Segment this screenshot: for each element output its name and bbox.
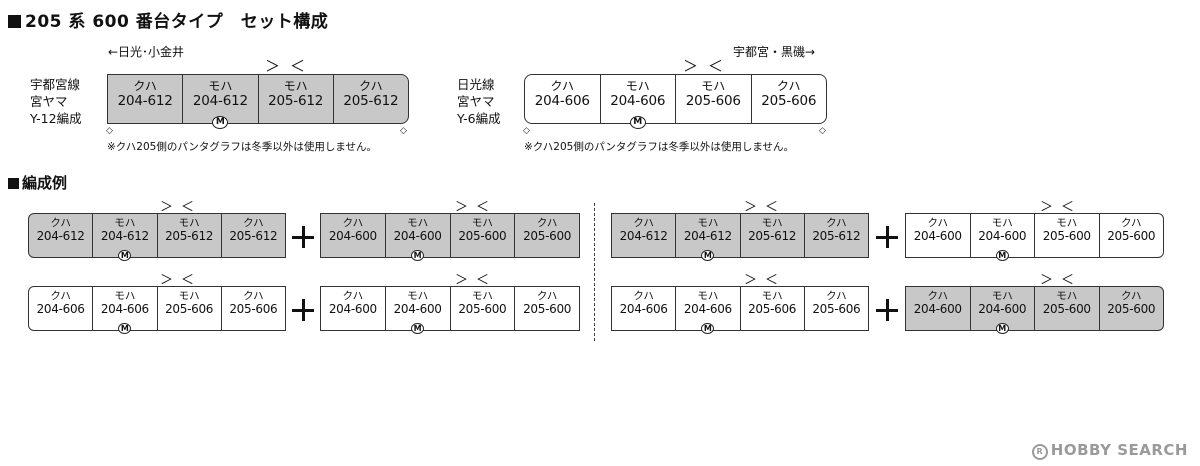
car-kuha-205-606: クハ 205-606: [761, 79, 817, 109]
car-moha-204-612: モハ 204-612 M: [183, 75, 259, 129]
motor-icon: M: [995, 323, 1009, 334]
formation-name-set2: 日光線 宮ヤマ Y-6編成: [457, 77, 501, 126]
motor-icon: M: [629, 116, 646, 129]
pantograph-icon: ＞＜: [683, 57, 734, 75]
motor-icon: M: [212, 116, 229, 129]
coupler-icon: ◇: [819, 126, 826, 136]
train-set2: クハ 204-606 モハ 204-606 M モハ 205-606 クハ 20…: [524, 74, 827, 129]
pantograph-icon: ＞＜: [1040, 273, 1083, 288]
motor-icon: M: [118, 250, 132, 261]
motor-icon: M: [701, 323, 715, 334]
pantograph-icon: ＞＜: [455, 200, 498, 215]
motor-icon: M: [411, 323, 425, 334]
car-kuha-205-612: クハ 205-612: [343, 79, 399, 109]
direction-label-right: 宇都宮・黒磯→: [733, 45, 816, 59]
registered-mark-icon: R: [1031, 444, 1048, 460]
direction-label-left: ←日光･小金井: [108, 45, 185, 59]
car-moha-205-612: モハ 205-612: [259, 75, 334, 123]
page-title: 205 系 600 番台タイプ セット構成: [8, 7, 328, 32]
section-divider: [594, 203, 595, 341]
motor-icon: M: [118, 323, 132, 334]
pantograph-icon: ＞＜: [265, 57, 316, 75]
motor-icon: M: [701, 250, 715, 261]
square-bullet-icon: [8, 15, 21, 28]
car-moha-205-606: モハ 205-606: [676, 75, 752, 123]
pantograph-icon: ＞＜: [1040, 200, 1083, 215]
car-kuha-204-606: クハ 204-606: [525, 75, 601, 123]
pantograph-icon: ＞＜: [455, 273, 498, 288]
note-set2: ※クハ205側のパンタグラフは冬季以外は使用しません。: [524, 141, 795, 153]
coupler-icon: ◇: [523, 126, 530, 136]
pantograph-icon: ＞＜: [160, 273, 203, 288]
car-kuha-204-612: クハ 204-612: [108, 75, 184, 123]
note-set1: ※クハ205側のパンタグラフは冬季以外は使用しません。: [107, 141, 378, 153]
example-heading: 編成例: [8, 172, 67, 193]
square-bullet-icon: [8, 178, 19, 189]
motor-icon: M: [995, 250, 1009, 261]
car-moha-204-606: モハ 204-606 M: [601, 75, 676, 129]
coupler-icon: ◇: [400, 126, 407, 136]
motor-icon: M: [411, 250, 425, 261]
pantograph-icon: ＞＜: [744, 200, 787, 215]
pantograph-icon: ＞＜: [744, 273, 787, 288]
formation-name-set1: 宇都宮線 宮ヤマ Y-12編成: [30, 77, 82, 126]
train-set1: クハ 204-612 モハ 204-612 M モハ 205-612 クハ 20…: [107, 74, 409, 129]
coupler-icon: ◇: [106, 126, 113, 136]
pantograph-icon: ＞＜: [160, 200, 203, 215]
